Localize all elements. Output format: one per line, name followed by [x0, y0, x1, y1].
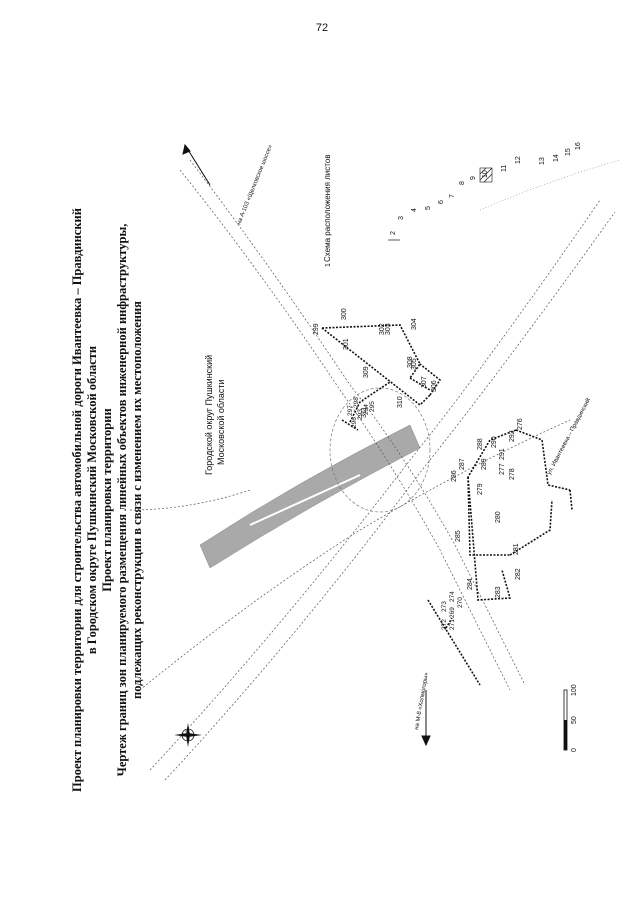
highlight-band — [199, 424, 421, 569]
point-label: 288 — [477, 438, 484, 450]
point-label: 278 — [509, 468, 516, 480]
sheet-number-12: 12 — [515, 156, 522, 164]
point-label: 282 — [515, 568, 522, 580]
point-label: 279 — [477, 483, 484, 495]
point-label: 295 — [369, 401, 376, 412]
page-number: 72 — [315, 22, 329, 34]
point-label: 280 — [495, 511, 502, 523]
point-label: 310 — [397, 396, 404, 408]
point-label: 290 — [491, 436, 498, 448]
sheet-number-13: 13 — [539, 157, 546, 165]
sheet-number-14: 14 — [553, 154, 560, 162]
direction-arrow-icon — [182, 143, 211, 186]
point-label: 284 — [467, 578, 474, 590]
sheet-number-2: 2 — [390, 231, 397, 235]
point-label: 285 — [455, 530, 462, 542]
sheet-number-10: 10 — [482, 170, 489, 178]
boundary-lines — [321, 324, 573, 686]
point-label: 301 — [343, 338, 350, 350]
point-label: 286 — [451, 470, 458, 482]
map-drawing: 299 300 301 302 303 304 305 306 307 308 … — [130, 142, 621, 781]
point-label: 270 — [457, 597, 464, 608]
point-label: 307 — [421, 376, 428, 388]
sheet-number-11: 11 — [501, 165, 508, 172]
sheet-number-3: 3 — [398, 216, 405, 220]
point-label: 300 — [341, 308, 348, 320]
point-label: 297 — [347, 405, 354, 416]
point-label: 311 — [361, 407, 368, 418]
point-label: 272 — [441, 619, 448, 630]
point-label: 303 — [385, 323, 392, 335]
point-labels-c: 269 270 271 272 273 274 — [441, 591, 464, 630]
scale-bar: 0 50 100 — [563, 684, 578, 752]
title-line-3: Проект планировки территории — [100, 408, 114, 592]
point-label: 276 — [517, 418, 524, 430]
point-labels-a: 299 300 301 302 303 304 305 306 307 308 … — [313, 308, 438, 418]
point-label: 291 — [499, 448, 506, 460]
sheet-number-7: 7 — [449, 194, 456, 198]
sheet-highlight-hatch — [479, 167, 493, 183]
point-label: 293 — [357, 409, 364, 420]
sheet-number-4: 4 — [411, 208, 418, 212]
sheet-number-8: 8 — [459, 181, 466, 185]
road-label-top-left: на А-103 «Щелковское шоссе» — [236, 144, 274, 226]
road-lines — [130, 159, 616, 781]
sheet-number-6: 6 — [438, 200, 445, 204]
north-arrow-icon — [174, 723, 202, 747]
road-label-bottom-left: на М-8 «Холмогоры» — [414, 671, 430, 730]
point-label: 271 — [449, 619, 456, 630]
point-label: 299 — [313, 323, 320, 335]
point-label: 283 — [495, 586, 502, 598]
point-label: 277 — [499, 463, 506, 475]
sheet-number-16: 16 — [575, 142, 582, 150]
district-label-line-2: Московской области — [216, 379, 226, 465]
title-line-1: Проект планировки территории для строите… — [70, 208, 84, 792]
title-line-4: Чертеж границ зон планируемого размещени… — [115, 223, 129, 777]
scale-tick-100: 100 — [571, 684, 578, 696]
point-labels-d: 293 294 295 296 297 298 — [347, 397, 376, 428]
sheet-number-9: 9 — [470, 176, 477, 180]
point-label: 292 — [509, 430, 516, 442]
point-label: 305 — [411, 358, 418, 370]
highlight-band-inner — [249, 474, 361, 526]
point-label: 309 — [363, 366, 370, 378]
sheet-index: Схема расположения листов 1 2 3 4 5 6 7 … — [323, 142, 621, 267]
point-label: 308 — [407, 356, 414, 368]
point-label: 306 — [431, 380, 438, 392]
point-label: 296 — [351, 417, 358, 428]
sheet-number-1: 1 — [325, 263, 332, 267]
direction-arrow-icon — [421, 690, 431, 747]
title-line-2: в Городском округе Пушкинский Московской… — [85, 345, 99, 655]
point-label: 298 — [353, 397, 360, 408]
point-label: 294 — [363, 404, 370, 415]
district-label-line-1: Городской округ Пушкинский — [204, 355, 214, 475]
point-labels-b: 276 277 278 279 280 281 282 283 284 285 … — [451, 418, 524, 598]
point-label: 281 — [513, 543, 520, 555]
point-label: 302 — [379, 323, 386, 335]
roundabout — [329, 387, 431, 513]
point-label: 273 — [441, 601, 448, 612]
sheet-index-title: Схема расположения листов — [323, 154, 332, 262]
point-label: 274 — [449, 591, 456, 602]
scale-tick-0: 0 — [571, 748, 578, 752]
point-label: 289 — [481, 458, 488, 470]
sheet-number-5: 5 — [425, 206, 432, 210]
point-label: 269 — [449, 607, 456, 618]
scale-tick-50: 50 — [571, 716, 578, 724]
road-label-right: ул. Ивантеевка – Правдинский — [546, 397, 592, 476]
point-label: 304 — [411, 318, 418, 330]
point-label: 287 — [459, 458, 466, 470]
sheet-number-15: 15 — [565, 148, 572, 156]
